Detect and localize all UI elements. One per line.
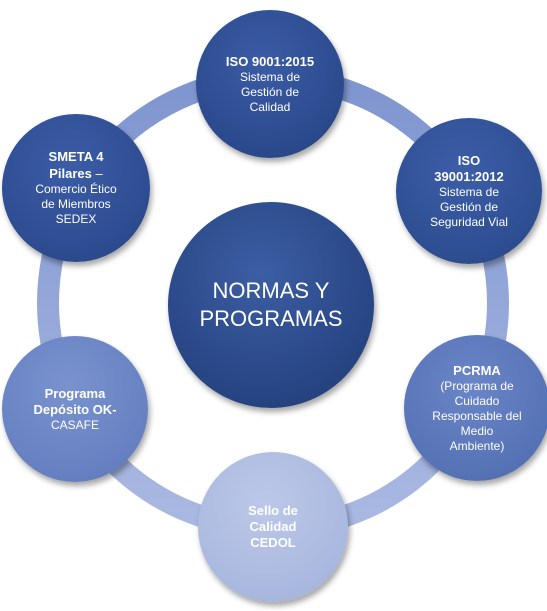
node-iso-39001-title2: 39001:2012 [434, 168, 504, 184]
node-iso-9001-line2: Gestión de [240, 84, 300, 99]
node-smeta-title2b: – [91, 166, 103, 181]
node-pcrma-line2: Cuidado [454, 393, 500, 408]
node-smeta-title1: SMETA 4 [48, 149, 104, 164]
node-iso-9001: ISO 9001:2015 Sistema de Gestión de Cali… [196, 10, 344, 158]
node-pcrma-line5: Ambiente) [449, 438, 505, 453]
node-casafe: Programa Depósito OK- CASAFE [2, 336, 148, 482]
node-smeta-line1: Comercio Ético [35, 182, 117, 196]
node-sello-cedol: Sello de Calidad CEDOL [198, 452, 348, 602]
center-title-line1: NORMAS Y [212, 278, 330, 303]
node-iso-9001-title: ISO 9001:2015 [225, 53, 315, 69]
node-smeta-line2: de Miembros [41, 197, 111, 211]
node-sello-line2: Calidad [249, 519, 297, 534]
node-smeta-title2a: Pilares [49, 166, 92, 181]
node-pcrma: PCRMA (Programa de Cuidado Responsable d… [404, 335, 547, 481]
node-pcrma-line3: Responsable del [432, 408, 522, 423]
center-title-line2: PROGRAMAS [199, 306, 343, 331]
node-casafe-line2: Depósito OK- [33, 401, 117, 417]
node-casafe-line3: CASAFE [50, 417, 99, 432]
center-circle: NORMAS Y PROGRAMAS [168, 202, 374, 408]
node-pcrma-line4: Medio [460, 423, 494, 438]
node-iso-39001-line2: Gestión de [439, 199, 499, 214]
node-casafe-line1: Programa [44, 385, 106, 401]
node-iso-9001-line3: Calidad [249, 99, 291, 114]
node-iso-39001-line3: Seguridad Vial [430, 214, 508, 229]
node-smeta-line3: SEDEX [55, 212, 97, 226]
node-pcrma-line1: (Programa de [440, 378, 514, 393]
node-smeta: SMETA 4 Pilares – Comercio Ético de Miem… [2, 114, 150, 262]
node-sello-line1: Sello de [248, 503, 298, 518]
node-sello-line3: CEDOL [250, 535, 296, 550]
node-pcrma-title: PCRMA [453, 362, 501, 378]
node-iso-9001-line1: Sistema de [239, 69, 301, 84]
node-iso-39001: ISO 39001:2012 Sistema de Gestión de Seg… [396, 118, 542, 264]
node-iso-39001-title1: ISO [457, 152, 481, 168]
node-iso-39001-line1: Sistema de [438, 184, 500, 199]
node-smeta-title2: Pilares – [49, 165, 103, 182]
